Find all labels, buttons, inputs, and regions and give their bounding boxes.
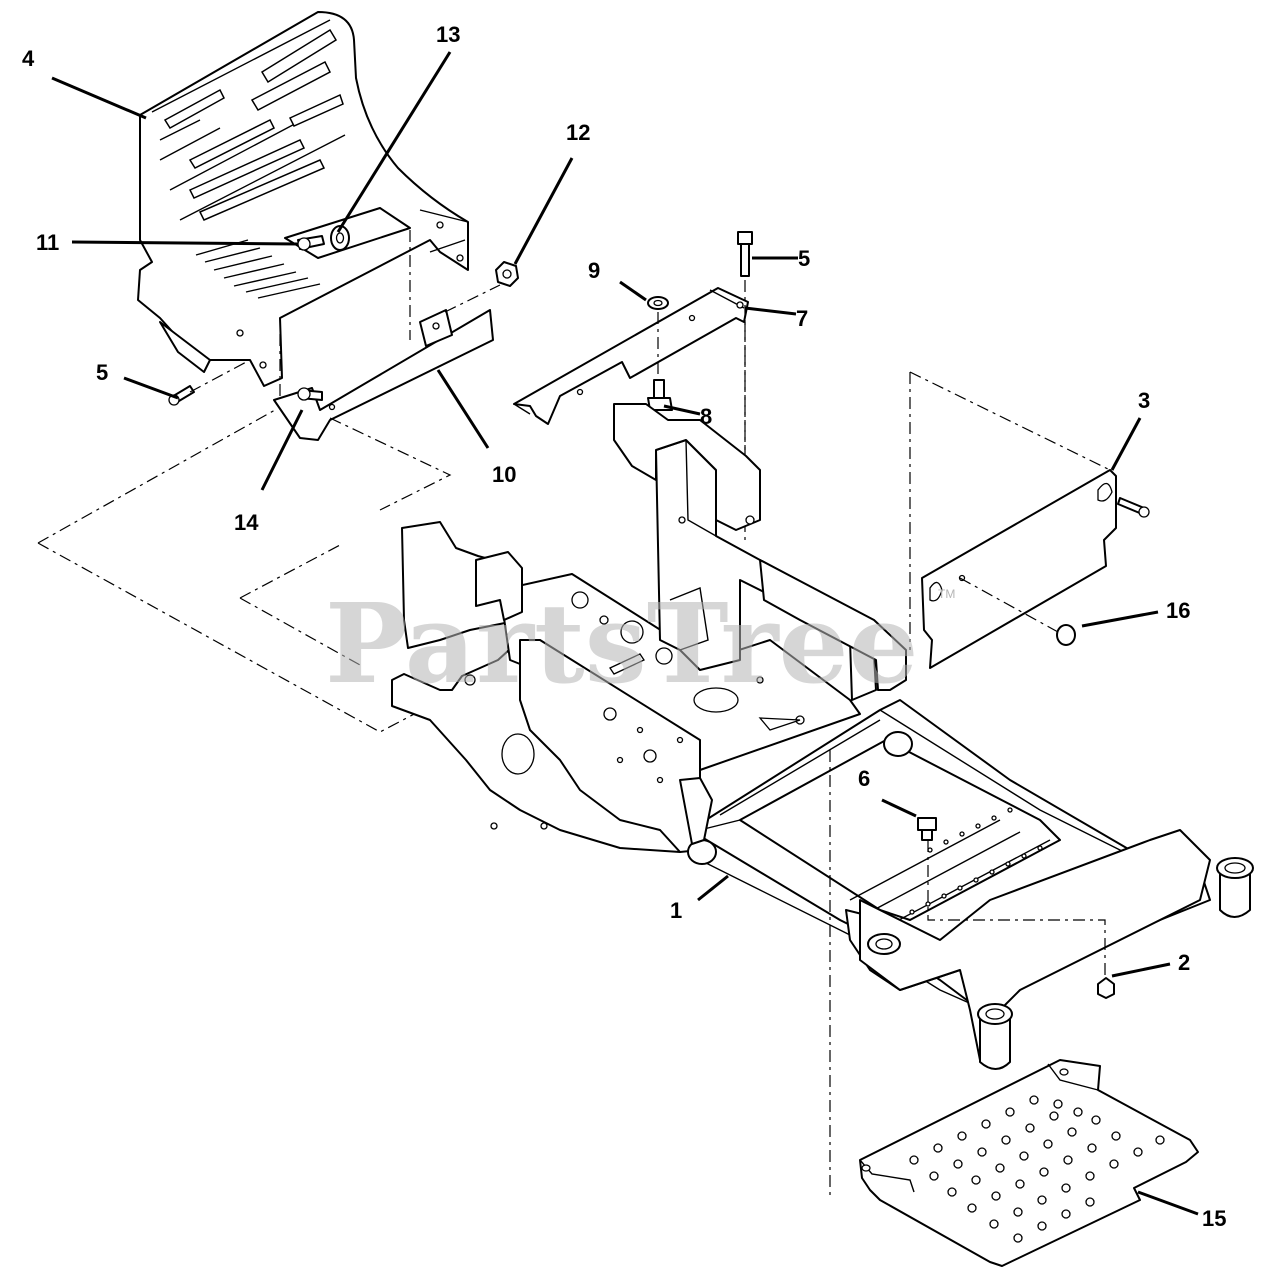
leader-15 <box>260 409 304 491</box>
leader-16 <box>1081 610 1159 628</box>
bolt-15[interactable] <box>297 387 323 401</box>
bolt-5-right[interactable] <box>737 231 753 277</box>
callout-5-left[interactable]: 5 <box>96 360 108 385</box>
callout-13[interactable]: 12 <box>566 120 590 145</box>
leader-11 <box>436 369 490 449</box>
watermark-text: PartsTree <box>325 579 919 708</box>
leader-13 <box>513 157 574 265</box>
leader-12 <box>71 240 299 246</box>
nut-13[interactable] <box>495 261 519 287</box>
seat-bolt-12[interactable] <box>297 235 325 251</box>
cap-16[interactable] <box>1056 624 1076 646</box>
leader-2 <box>1111 962 1171 978</box>
leader-10 <box>619 280 647 302</box>
callout-5-right[interactable]: 5 <box>798 246 810 271</box>
callout-9[interactable]: 8 <box>700 404 712 429</box>
leader-8 <box>1137 1190 1199 1216</box>
seat-support-bracket-11[interactable] <box>273 309 494 441</box>
washer-10[interactable] <box>647 296 669 310</box>
callout-4[interactable]: 4 <box>22 46 35 71</box>
callout-3[interactable]: 3 <box>1138 388 1150 413</box>
callout-6[interactable]: 6 <box>858 766 870 791</box>
watermark-tm: TM <box>938 587 955 601</box>
leader-3 <box>1110 417 1142 471</box>
foot-plate-hole-grid <box>909 1095 1165 1243</box>
panel-3[interactable] <box>921 469 1117 669</box>
leader-7 <box>744 306 797 316</box>
bracket-7[interactable] <box>513 287 749 425</box>
leader-6 <box>881 798 917 818</box>
callout-16[interactable]: 16 <box>1166 598 1190 623</box>
leader-4 <box>51 76 147 120</box>
callout-2[interactable]: 2 <box>1178 950 1190 975</box>
plug-6[interactable] <box>917 817 937 841</box>
callout-labels: 4 13 12 11 9 5 7 8 5 10 14 3 16 6 1 2 15 <box>22 22 1226 1231</box>
screw-3[interactable] <box>1117 497 1150 518</box>
callout-8[interactable]: 15 <box>1202 1206 1226 1231</box>
foot-plate-8[interactable] <box>859 1059 1199 1267</box>
leader-lines <box>51 51 1199 1216</box>
callout-12[interactable]: 11 <box>36 230 59 255</box>
leader-14 <box>336 51 452 233</box>
leader-9 <box>663 404 701 416</box>
callout-7[interactable]: 7 <box>796 306 808 331</box>
callout-10[interactable]: 9 <box>588 258 600 283</box>
main-frame-1[interactable] <box>391 403 1254 1070</box>
callout-11[interactable]: 10 <box>492 462 516 487</box>
washer-14[interactable] <box>330 225 350 251</box>
seat-pan[interactable] <box>137 11 469 387</box>
leader-5-left <box>123 376 179 400</box>
callout-14[interactable]: 13 <box>436 22 460 47</box>
leader-1 <box>697 874 729 902</box>
callout-15[interactable]: 14 <box>234 510 259 535</box>
nut-2[interactable] <box>1097 977 1115 999</box>
callout-1[interactable]: 1 <box>670 898 682 923</box>
